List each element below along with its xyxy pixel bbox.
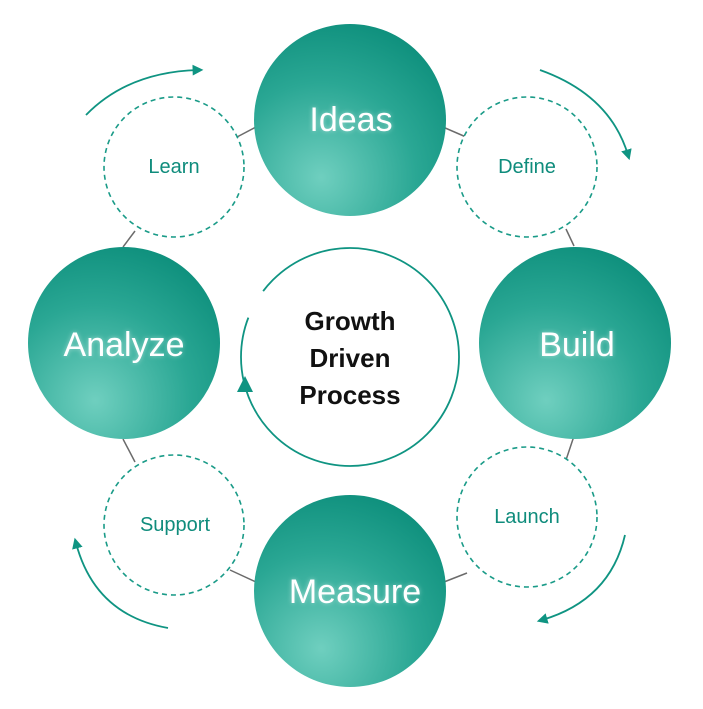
arrow-bottom-right	[536, 534, 626, 624]
center-cycle	[237, 247, 460, 467]
connector-build-launch	[565, 435, 575, 461]
stage-circle-analyze	[28, 247, 220, 439]
step-label-launch: Launch	[494, 506, 560, 528]
stage-label-analyze: Analyze	[64, 326, 185, 364]
stage-label-ideas: Ideas	[309, 101, 392, 139]
connector-analyze-learn	[122, 230, 136, 248]
step-circle-learn	[103, 96, 245, 238]
arrow-top-right	[539, 69, 632, 161]
step-circle-define	[456, 96, 598, 238]
center-arrowhead	[237, 376, 253, 392]
connector-launch-measure	[443, 572, 468, 583]
center-label-line-3: Process	[299, 380, 400, 410]
connector-measure-support	[229, 569, 257, 583]
step-label-define: Define	[498, 156, 556, 178]
connector-learn-ideas	[236, 126, 257, 138]
connector-define-build	[565, 228, 575, 247]
step-label-support: Support	[140, 514, 210, 536]
connector-ideas-define	[442, 126, 467, 138]
step-circle-launch	[456, 446, 598, 588]
connector-support-analyze	[122, 438, 136, 463]
step-circle-support	[103, 454, 245, 596]
stage-circle-measure	[254, 495, 446, 687]
center-label-line-2: Driven	[310, 343, 391, 373]
stage-circle-ideas	[254, 24, 446, 216]
center-circle	[240, 247, 460, 467]
step-label-learn: Learn	[148, 156, 199, 178]
stage-label-measure: Measure	[289, 573, 421, 611]
outer-arrows	[72, 64, 632, 629]
stage-label-build: Build	[539, 326, 615, 364]
center-arrow-gap-cover	[244, 289, 266, 319]
step-circles	[103, 96, 598, 596]
stage-circles	[28, 24, 671, 687]
center-label-line-1: Growth	[305, 306, 396, 336]
stage-circle-build	[479, 247, 671, 439]
arrow-bottom-left	[72, 537, 169, 629]
arrow-top-left	[85, 64, 204, 116]
connectors	[122, 126, 575, 583]
